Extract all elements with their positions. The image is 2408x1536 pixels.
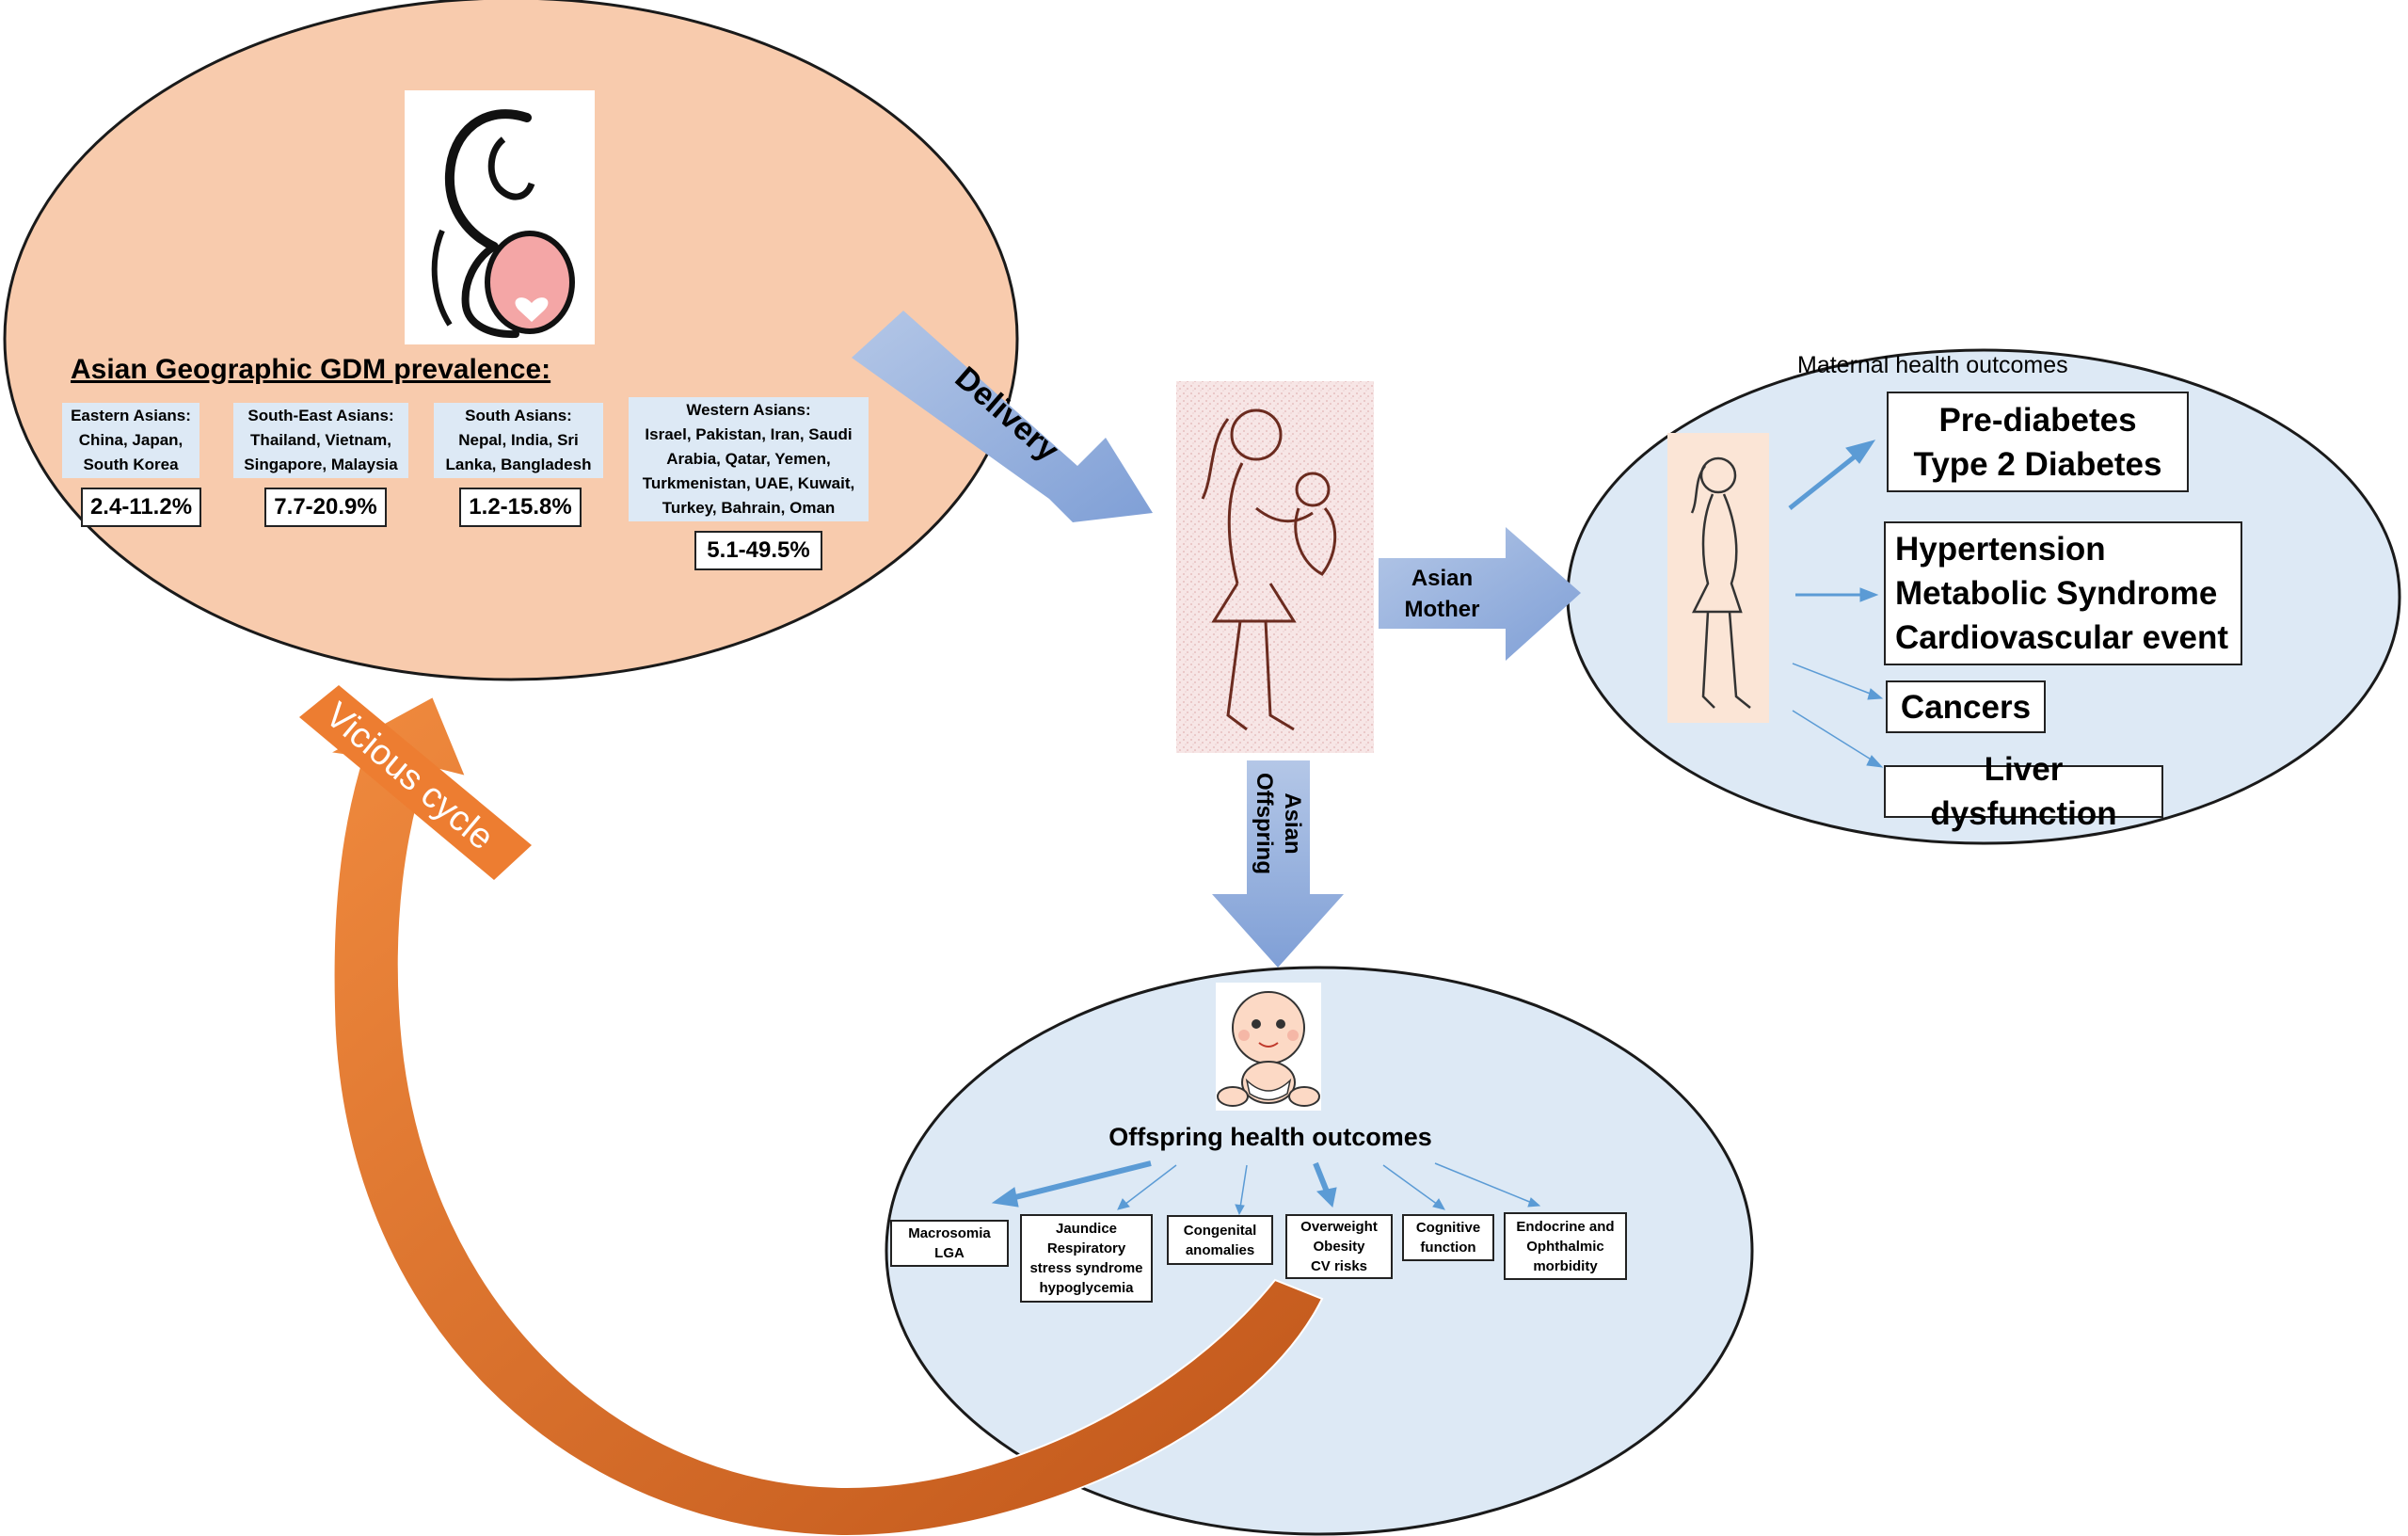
delivery-arrow	[852, 311, 1153, 522]
region-south-east-asians: South-East Asians:Thailand, Vietnam, Sin…	[233, 403, 408, 478]
region-eastern-asians: Eastern Asians:China, Japan, South Korea	[62, 403, 199, 478]
maternal-outcomes-title: Maternal health outcomes	[1797, 352, 2068, 378]
region-western-asians: Western Asians:Israel, Pakistan, Iran, S…	[629, 397, 869, 521]
prevalence-western: 5.1-49.5%	[694, 531, 822, 570]
maternal-outcome-cancers: Cancers	[1886, 680, 2046, 733]
vicious-cycle-arrow	[326, 695, 1324, 1536]
maternal-pointer-arrows	[1788, 440, 1884, 768]
offspring-outcomes-title: Offspring health outcomes	[1108, 1122, 1432, 1151]
prevalence-south: 1.2-15.8%	[459, 488, 582, 527]
asian-mother-arrow	[1379, 527, 1581, 661]
pregnant-woman-image	[405, 90, 595, 344]
asian-offspring-arrow	[1212, 760, 1344, 968]
baby-image	[1216, 983, 1321, 1111]
prevalence-eastern: 2.4-11.2%	[81, 488, 201, 527]
region-south-asians: South Asians:Nepal, India, Sri Lanka, Ba…	[434, 403, 603, 478]
mother-child-image	[1176, 381, 1374, 753]
maternal-outcome-liver: Liver dysfunction	[1884, 751, 2163, 832]
prevalence-south-east: 7.7-20.9%	[264, 488, 387, 527]
maternal-figure-image	[1667, 433, 1769, 723]
gdm-prevalence-title: Asian Geographic GDM prevalence:	[71, 354, 551, 385]
offspring-pointer-arrows	[991, 1160, 1541, 1216]
vicious-cycle-label-bar	[299, 685, 532, 880]
